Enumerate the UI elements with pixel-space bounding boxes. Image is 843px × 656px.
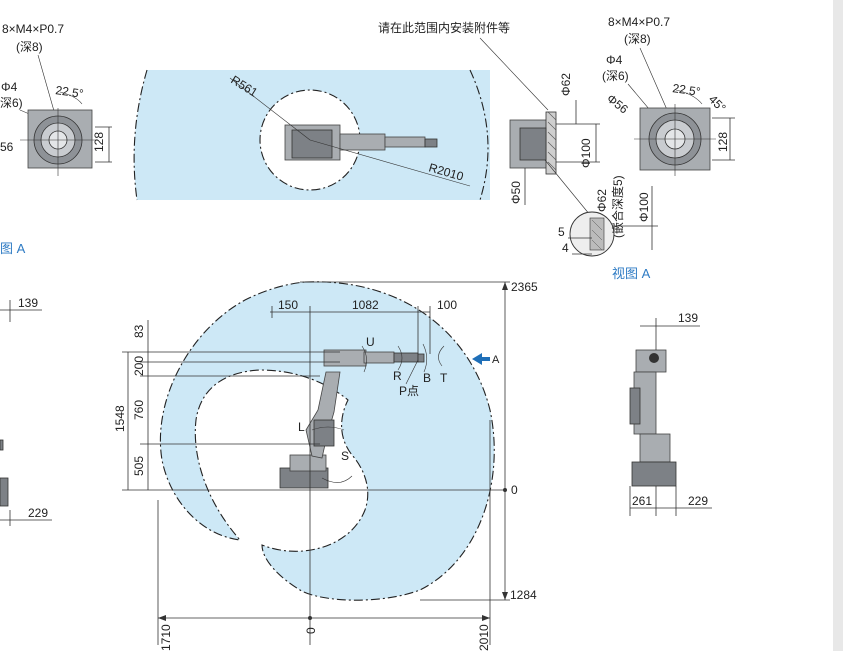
flange-depth-6: (深6) <box>602 69 629 83</box>
main-side-view: U R B T L S P点 A 150 1082 100 83 200 760… <box>113 280 538 651</box>
top-right-detail: 请在此范围内安装附件等 Φ62 Φ100 Φ50 5 4 Φ62 (嵌合深度5)… <box>378 15 735 281</box>
top-left-depth-6: 深6) <box>0 96 23 110</box>
s-axis-arrow <box>321 475 353 483</box>
right-robot-base <box>631 461 677 487</box>
detail-phi62: Φ62 <box>559 73 573 96</box>
top-left-caption: 图 A <box>0 241 26 256</box>
detail-phi100-b: Φ100 <box>637 192 651 222</box>
detail-phi100: Φ100 <box>579 138 593 168</box>
scrollbar-track[interactable] <box>833 0 843 651</box>
flange-angle-1: 22.5° <box>672 81 702 99</box>
dim-1082: 1082 <box>352 298 379 312</box>
height-zero: 0 <box>511 483 518 497</box>
top-view: R561 R2010 <box>133 69 490 201</box>
t-axis-arrow <box>438 345 445 367</box>
detail-phi62-b: Φ62 <box>595 189 609 212</box>
axis-u-label: U <box>366 335 375 349</box>
detail-dim-4: 4 <box>562 241 569 255</box>
right-dim-139: 139 <box>678 311 698 325</box>
x-zero: 0 <box>304 627 318 634</box>
p-point-label: P点 <box>399 384 419 398</box>
flange-phi4: Φ4 <box>606 53 623 67</box>
r-axis-arrow <box>397 345 403 371</box>
x-left-1710: 1710 <box>159 624 173 651</box>
left-partial-view: 139 229 <box>0 296 52 526</box>
flange-dim-128: 128 <box>716 132 730 152</box>
axis-s-label: S <box>341 449 349 463</box>
dim-760: 760 <box>132 400 146 420</box>
detail-dim-5: 5 <box>558 225 565 239</box>
dim-505: 505 <box>132 456 146 476</box>
height-bottom: 1284 <box>510 588 537 602</box>
l-axis-arrow <box>311 426 345 431</box>
x-right-2010: 2010 <box>477 624 491 651</box>
flange-thread-spec: 8×M4×P0.7 <box>608 15 670 29</box>
detail-fit-depth: (嵌合深度5) <box>610 175 625 238</box>
dim-200: 200 <box>132 356 146 376</box>
dim-150: 150 <box>278 298 298 312</box>
left-dim-139: 139 <box>18 296 38 310</box>
axis-r-label: R <box>393 369 402 383</box>
dim-100: 100 <box>437 298 457 312</box>
left-dim-229: 229 <box>28 506 48 520</box>
right-dim-229: 229 <box>688 494 708 508</box>
top-left-phi56: 56 <box>0 140 14 154</box>
install-area-note: 请在此范围内安装附件等 <box>378 20 510 35</box>
robot-side-view <box>279 349 425 489</box>
right-dim-261: 261 <box>632 494 652 508</box>
top-left-thread-spec: 8×M4×P0.7 <box>2 22 64 36</box>
right-side-view: 139 261 229 <box>629 311 712 516</box>
axis-t-label: T <box>440 371 448 385</box>
top-left-angle: 22.5° <box>55 83 85 101</box>
detail-phi50: Φ50 <box>509 181 523 204</box>
top-left-depth-8: (深8) <box>16 40 43 54</box>
flange-phi56: Φ56 <box>604 91 631 116</box>
height-top: 2365 <box>511 280 538 294</box>
dim-1548: 1548 <box>113 405 127 432</box>
flange-depth-8: (深8) <box>624 32 651 46</box>
top-left-dim-128: 128 <box>92 132 106 152</box>
arrow-a-label: A <box>492 354 500 366</box>
axis-b-label: B <box>423 371 431 385</box>
u-axis-arrow <box>361 345 367 373</box>
view-a-caption: 视图 A <box>612 266 651 281</box>
dim-83: 83 <box>132 324 146 338</box>
axis-l-label: L <box>298 420 305 434</box>
view-a-arrow <box>472 353 490 365</box>
b-axis-arrow <box>422 343 428 373</box>
envelope-boundary <box>159 281 495 601</box>
top-left-flange-view: 8×M4×P0.7 (深8) Φ4 深6) 22.5° 56 128 图 A <box>0 22 112 256</box>
top-left-phi4: Φ4 <box>1 80 18 94</box>
